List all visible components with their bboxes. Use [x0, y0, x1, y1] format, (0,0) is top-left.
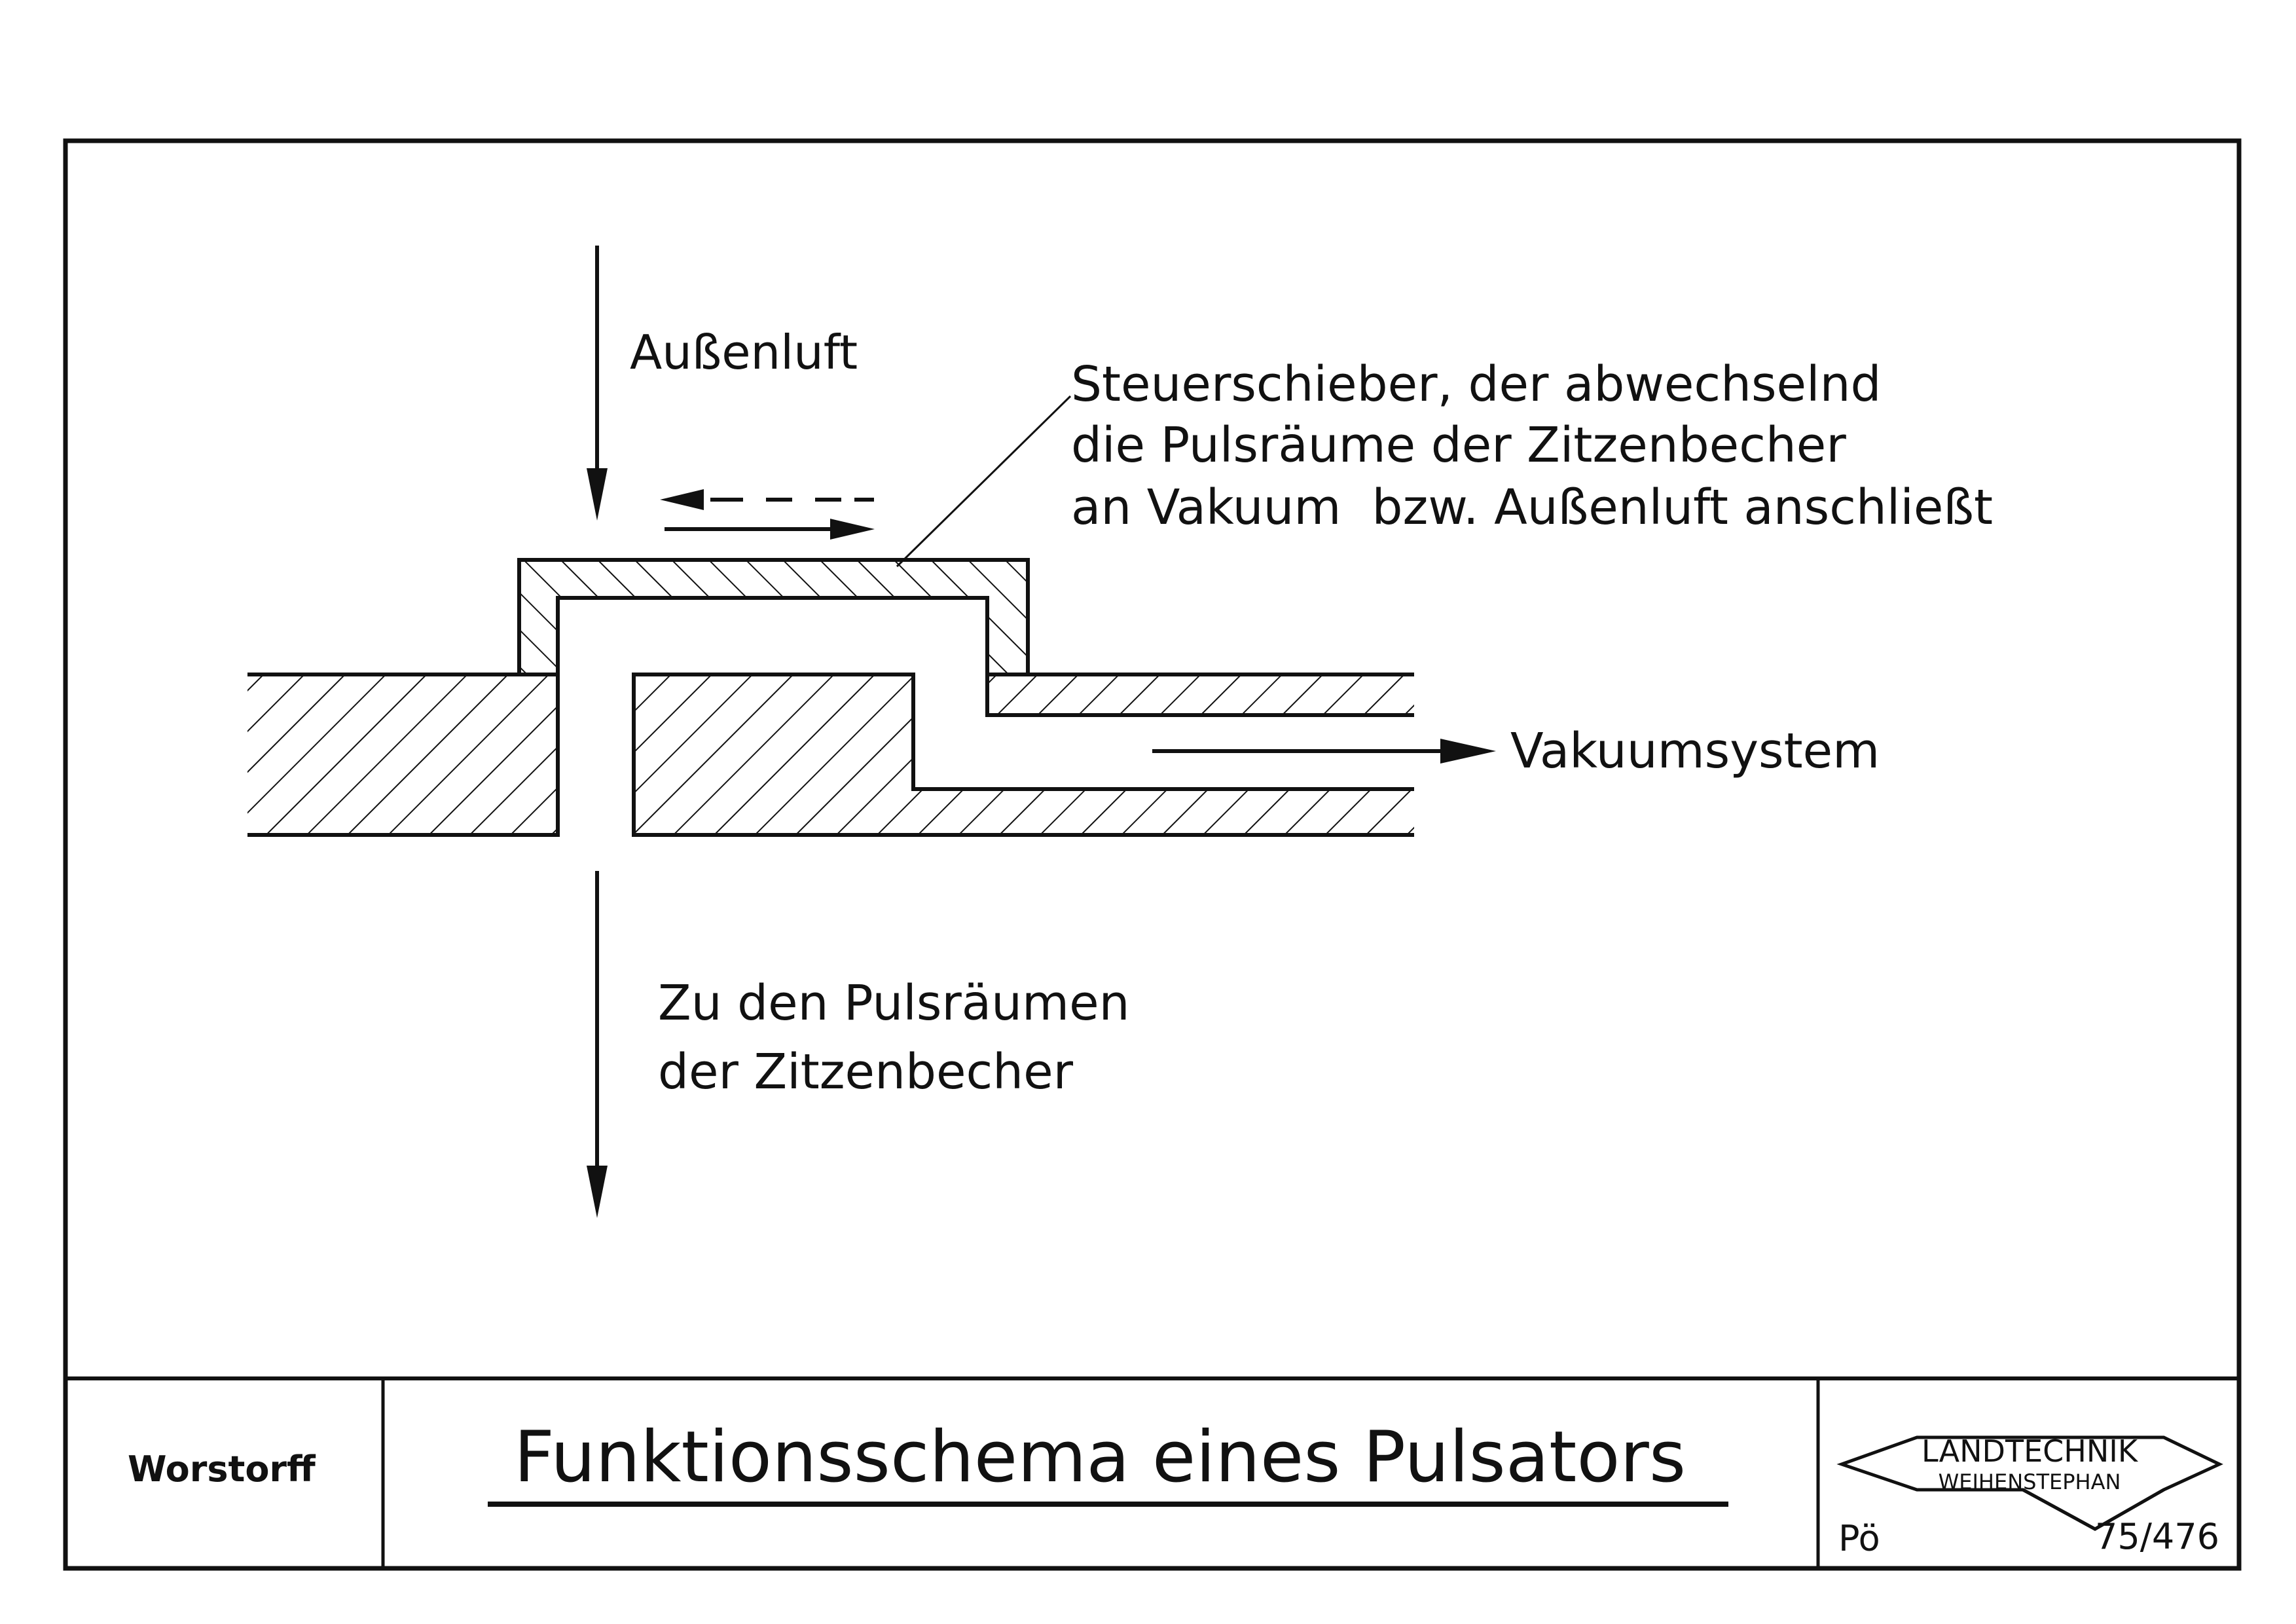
- author-initials: Pö: [1838, 1518, 1880, 1559]
- pulse-chamber-label-line-2: der Zitzenbecher: [658, 1044, 1074, 1100]
- pulsator-schematic: Außenluft Steuerschieber, der abwechseln…: [247, 246, 1993, 1218]
- drawing-number: 75/476: [2095, 1516, 2219, 1557]
- slide-valve-note-line-2: die Pulsräume der Zitzenbecher: [1071, 417, 1846, 473]
- base-block-left: [247, 673, 560, 837]
- pulse-chamber-arrow: [587, 871, 608, 1218]
- sheet-frame: [63, 138, 2242, 1571]
- drawing-title: Funktionsschema eines Pulsators: [514, 1416, 1686, 1498]
- slide-valve-note-line-3: an Vakuum bzw. Außenluft anschließt: [1071, 479, 1993, 536]
- vacuum-system-arrow: [1152, 739, 1496, 764]
- logo-text-bottom: WEIHENSTEPHAN: [1939, 1469, 2121, 1494]
- vacuum-line-upper-wall-outline: [985, 673, 1414, 717]
- outside-air-arrow: [587, 246, 608, 521]
- reciprocating-motion-arrows: [660, 489, 875, 540]
- slide-valve-note-line-1: Steuerschieber, der abwechselnd: [1071, 356, 1881, 413]
- slide-valve-leader-line: [896, 395, 1072, 568]
- vacuum-line-upper-wall: [987, 674, 1414, 715]
- slide-valve: [517, 558, 1030, 676]
- pulse-chamber-label-line-1: Zu den Pulsräumen: [658, 975, 1130, 1031]
- landtechnik-logo: LANDTECHNIK WEIHENSTEPHAN: [1836, 1433, 2223, 1531]
- maker-name: Worstorff: [128, 1449, 316, 1490]
- base-block-center: [634, 674, 1414, 835]
- base-block-center-outline: [632, 673, 1414, 837]
- logo-text-top: LANDTECHNIK: [1922, 1433, 2139, 1469]
- outside-air-label: Außenluft: [630, 325, 858, 380]
- vacuum-system-label: Vakuumsystem: [1510, 723, 1880, 779]
